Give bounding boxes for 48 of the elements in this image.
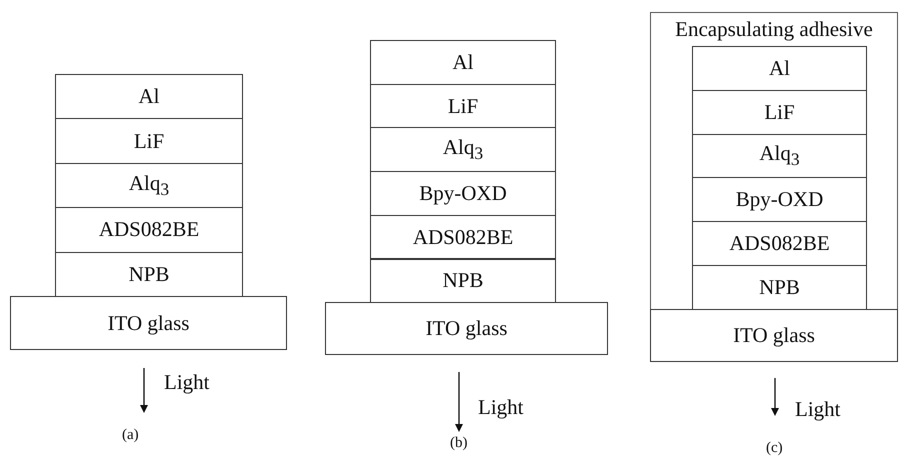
layer-label: ADS082BE bbox=[98, 219, 200, 240]
layer-box bbox=[55, 118, 243, 164]
layer-box bbox=[650, 309, 898, 362]
layer-box bbox=[370, 258, 556, 304]
panel-caption: (a) bbox=[122, 428, 139, 443]
panel-caption: (b) bbox=[450, 436, 468, 451]
layer-box bbox=[55, 74, 243, 120]
layer-box bbox=[370, 40, 556, 85]
encapsulation-box bbox=[650, 12, 898, 362]
layer-label: ITO glass bbox=[733, 325, 815, 346]
layer-label: Al bbox=[138, 86, 160, 108]
layer-label: LiF bbox=[764, 102, 795, 123]
layer-label: LiF bbox=[134, 130, 164, 152]
layer-box bbox=[325, 302, 608, 355]
layer-label: Alq$_{3}$ bbox=[442, 136, 484, 163]
layer-label: ADS082BE bbox=[412, 226, 514, 248]
encapsulation-label: Encapsulating adhesive bbox=[675, 19, 873, 40]
layer-box bbox=[10, 296, 287, 350]
light-label: Light bbox=[795, 399, 840, 420]
layer-label: Al bbox=[769, 58, 790, 79]
layer-box bbox=[692, 221, 867, 266]
layer-box bbox=[370, 84, 556, 128]
layer-box bbox=[692, 177, 867, 222]
layer-box bbox=[370, 214, 556, 260]
layer-label: NPB bbox=[442, 270, 484, 292]
layer-box bbox=[55, 162, 243, 208]
layer-label: NPB bbox=[759, 276, 800, 298]
panel-caption: (c) bbox=[766, 441, 783, 456]
layer-label: ITO glass bbox=[108, 312, 190, 334]
layer-label: ADS082BE bbox=[729, 233, 830, 254]
layer-box bbox=[55, 207, 243, 253]
layer-label: Bpy-OXD bbox=[419, 182, 507, 204]
layer-label: NPB bbox=[128, 264, 170, 285]
layer-label: Bpy-OXD bbox=[736, 189, 824, 210]
layer-box bbox=[692, 46, 867, 91]
layer-box bbox=[692, 265, 867, 310]
layer-box bbox=[692, 90, 867, 135]
layer-box bbox=[55, 252, 243, 297]
layer-label: LiF bbox=[448, 96, 478, 117]
layer-label: Alq$_{3}$ bbox=[128, 172, 170, 198]
layer-label: Al bbox=[452, 52, 474, 73]
layer-label: Alq$_{3}$ bbox=[759, 143, 800, 169]
layer-label: ITO glass bbox=[426, 318, 508, 339]
light-label: Light bbox=[164, 372, 210, 393]
layer-box bbox=[370, 127, 556, 172]
layer-box bbox=[692, 134, 867, 178]
light-label: Light bbox=[478, 397, 524, 418]
layer-box bbox=[370, 171, 556, 216]
